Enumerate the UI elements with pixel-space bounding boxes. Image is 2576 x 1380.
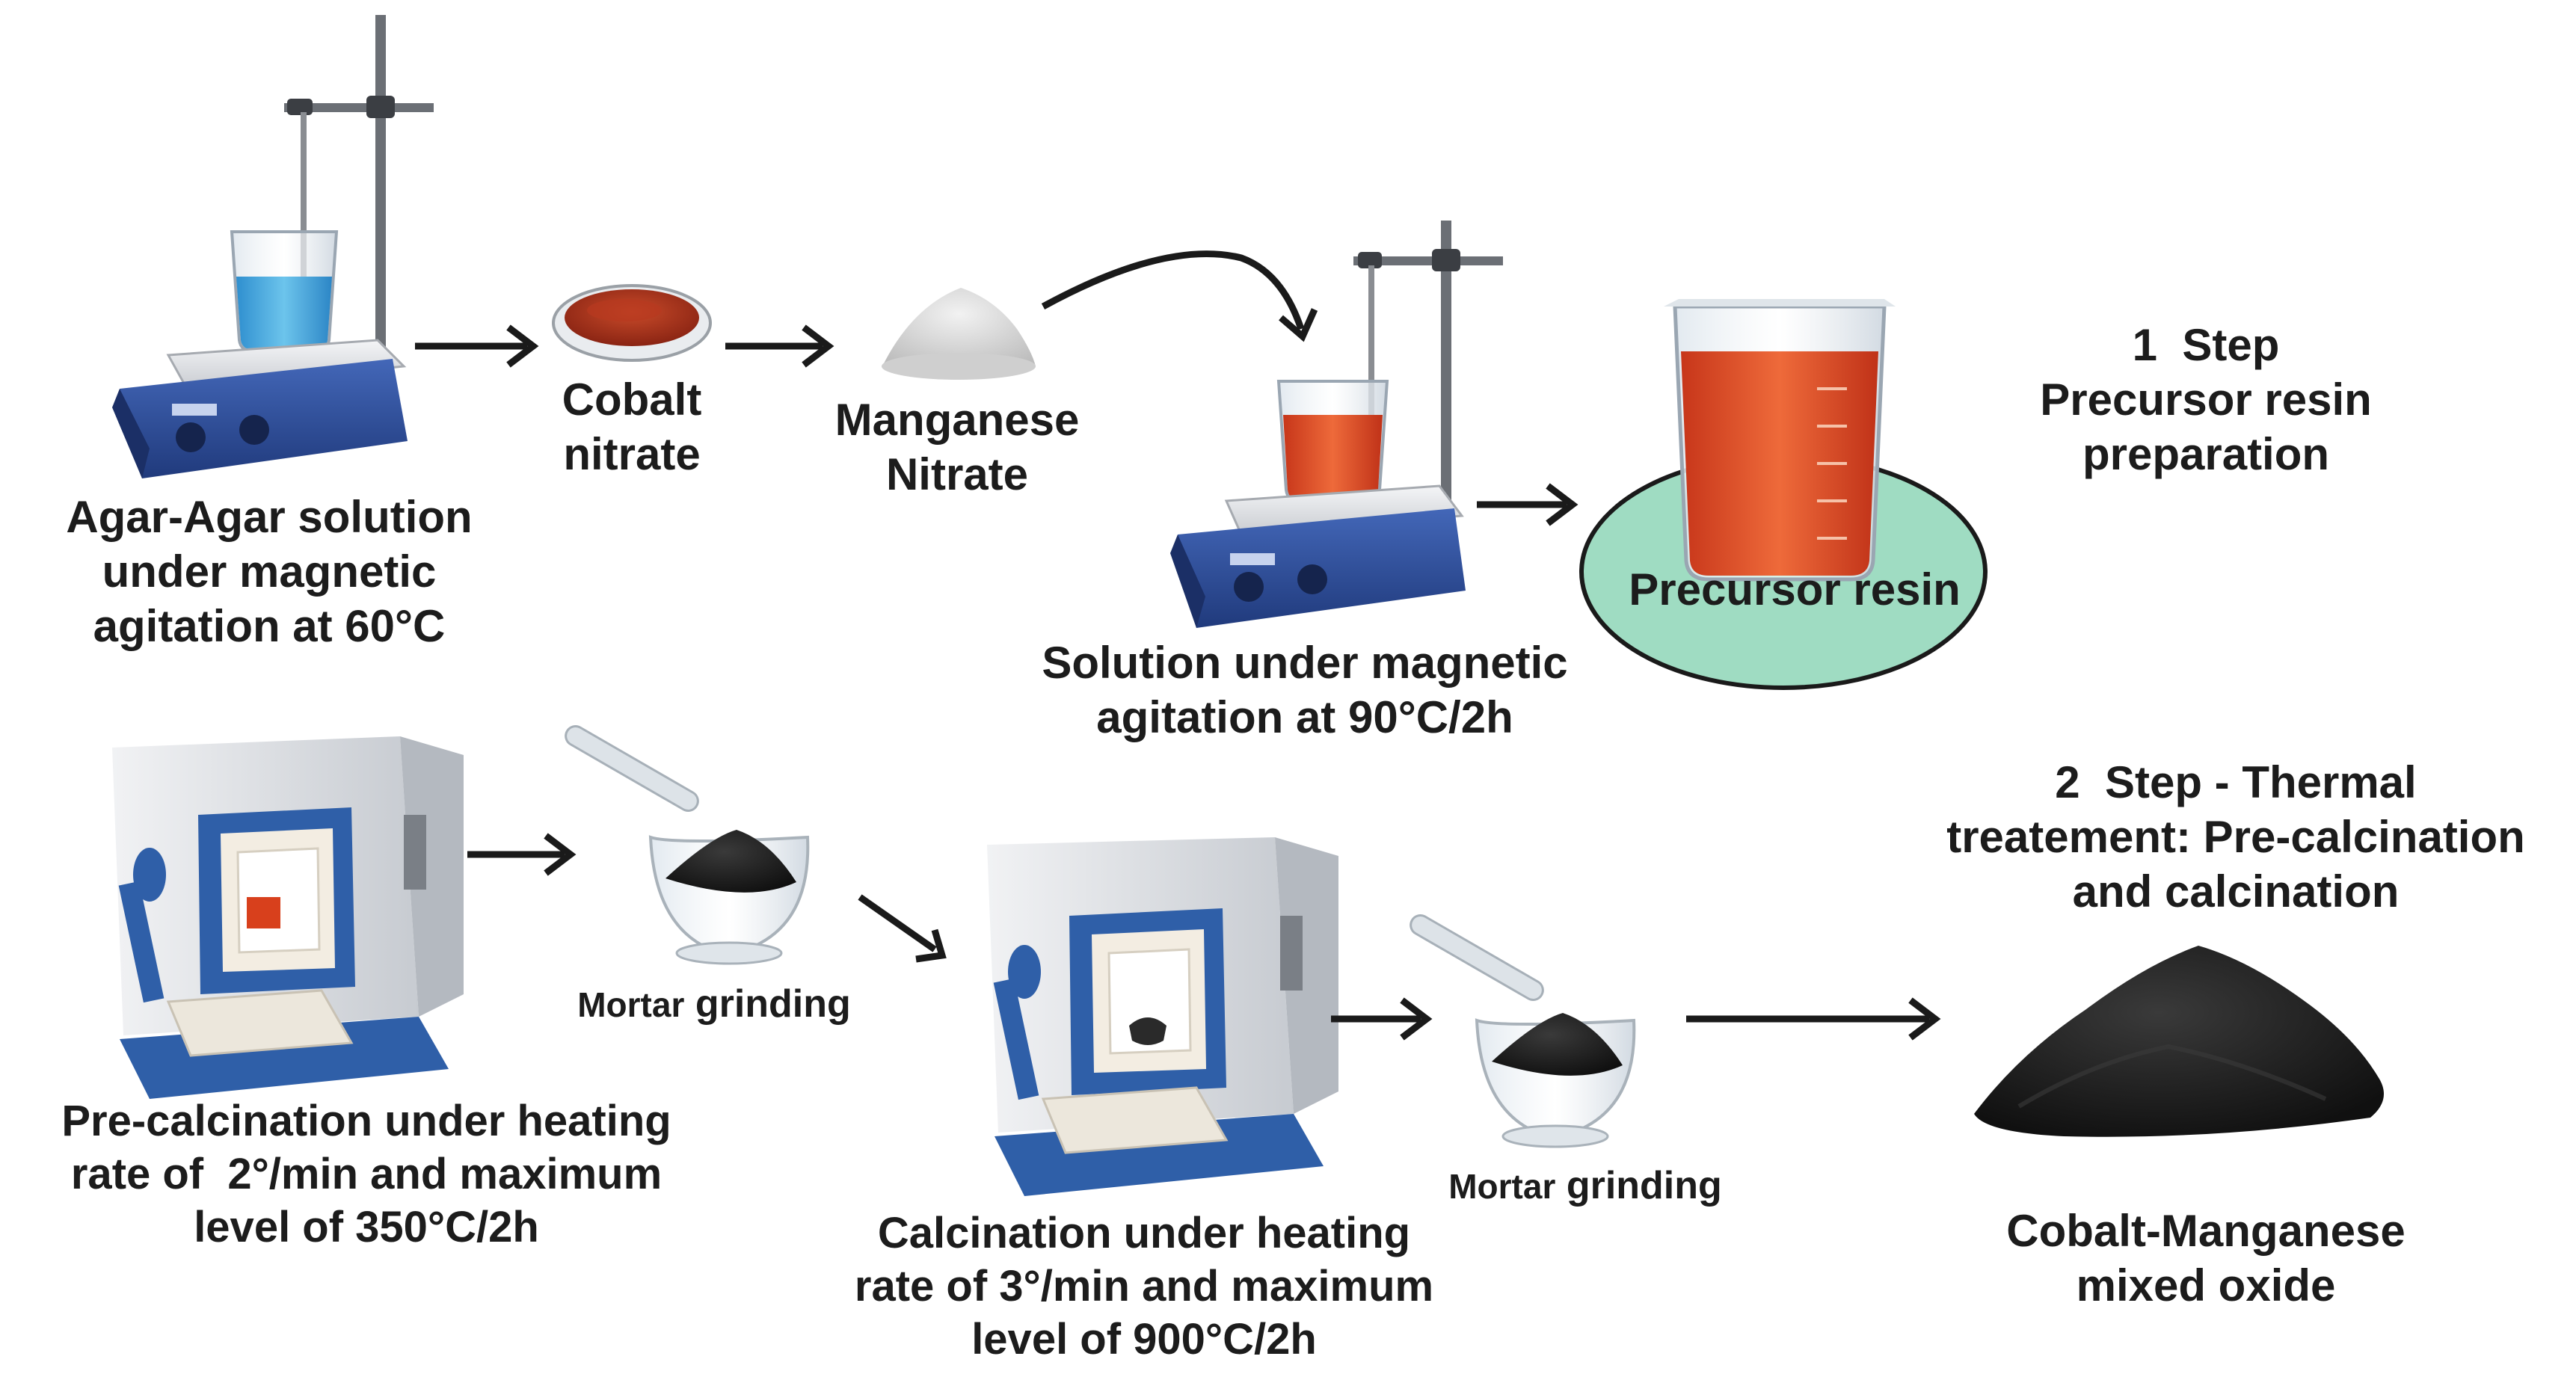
hotplate-stirrer-1 — [112, 15, 434, 478]
manganese-nitrate-label: Manganese Nitrate — [834, 395, 1080, 500]
calcination-label: Calcination under heating rate of 3°/min… — [854, 1209, 1434, 1364]
mortar-grinding-label-2: Mortar grinding — [1448, 1164, 1722, 1207]
agar-solution-label: Agar-Agar solution under magnetic agitat… — [66, 492, 473, 652]
cobalt-nitrate-label: Cobalt nitrate — [562, 375, 702, 480]
precursor-resin-beaker — [1579, 299, 1988, 690]
mortar-pestle-2 — [1410, 914, 1636, 1148]
step1-heading: 1 Step Precursor resin preparation — [2040, 320, 2372, 480]
cobalt-nitrate-dish — [552, 284, 712, 362]
hotplate-stirrer-2 — [1170, 221, 1503, 628]
mortar-pestle-1 — [565, 725, 810, 965]
cobalt-manganese-oxide-pile — [1974, 946, 2384, 1137]
muffle-furnace-1 — [112, 736, 464, 1099]
product-label: Cobalt-Manganese mixed oxide — [2006, 1206, 2406, 1311]
solution-agitation-label: Solution under magnetic agitation at 90°… — [1042, 638, 1568, 743]
muffle-furnace-2 — [987, 837, 1338, 1196]
precalcination-label: Pre-calcination under heating rate of 2°… — [61, 1097, 671, 1251]
manganese-nitrate-pile — [882, 288, 1036, 380]
arrow-manganese-to-solution — [1041, 250, 1305, 330]
step2-heading: 2 Step - Thermal treatement: Pre-calcina… — [1946, 757, 2525, 917]
mortar-grinding-label-1: Mortar grinding — [577, 982, 851, 1026]
arrow-mortar1-to-calc — [858, 894, 937, 952]
precursor-resin-label: Precursor resin — [1629, 564, 1961, 614]
